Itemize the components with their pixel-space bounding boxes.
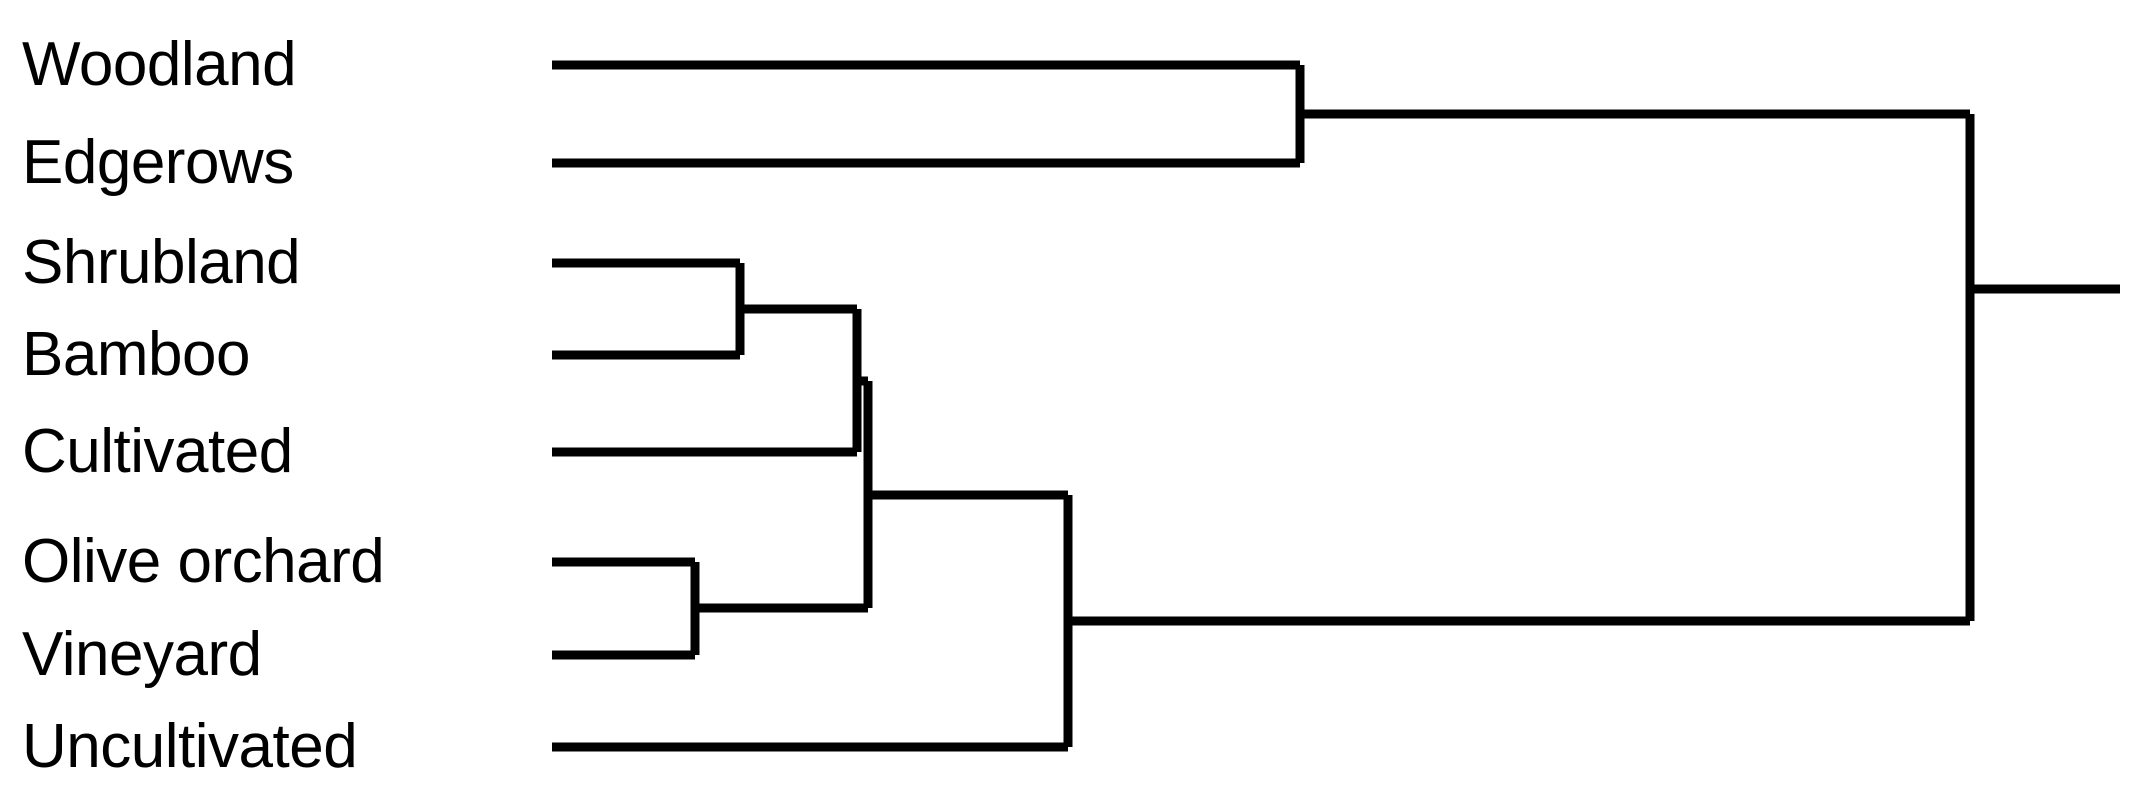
leaf-label-bamboo: Bamboo <box>22 320 250 389</box>
leaf-label-olive-orchard: Olive orchard <box>22 527 385 596</box>
leaf-label-cultivated: Cultivated <box>22 417 293 486</box>
leaf-label-shrubland: Shrubland <box>22 228 301 297</box>
leaf-label-woodland: Woodland <box>22 30 297 99</box>
leaf-label-edgerows: Edgerows <box>22 128 294 197</box>
leaf-label-vineyard: Vineyard <box>22 620 262 689</box>
leaf-label-uncultivated: Uncultivated <box>22 712 358 781</box>
